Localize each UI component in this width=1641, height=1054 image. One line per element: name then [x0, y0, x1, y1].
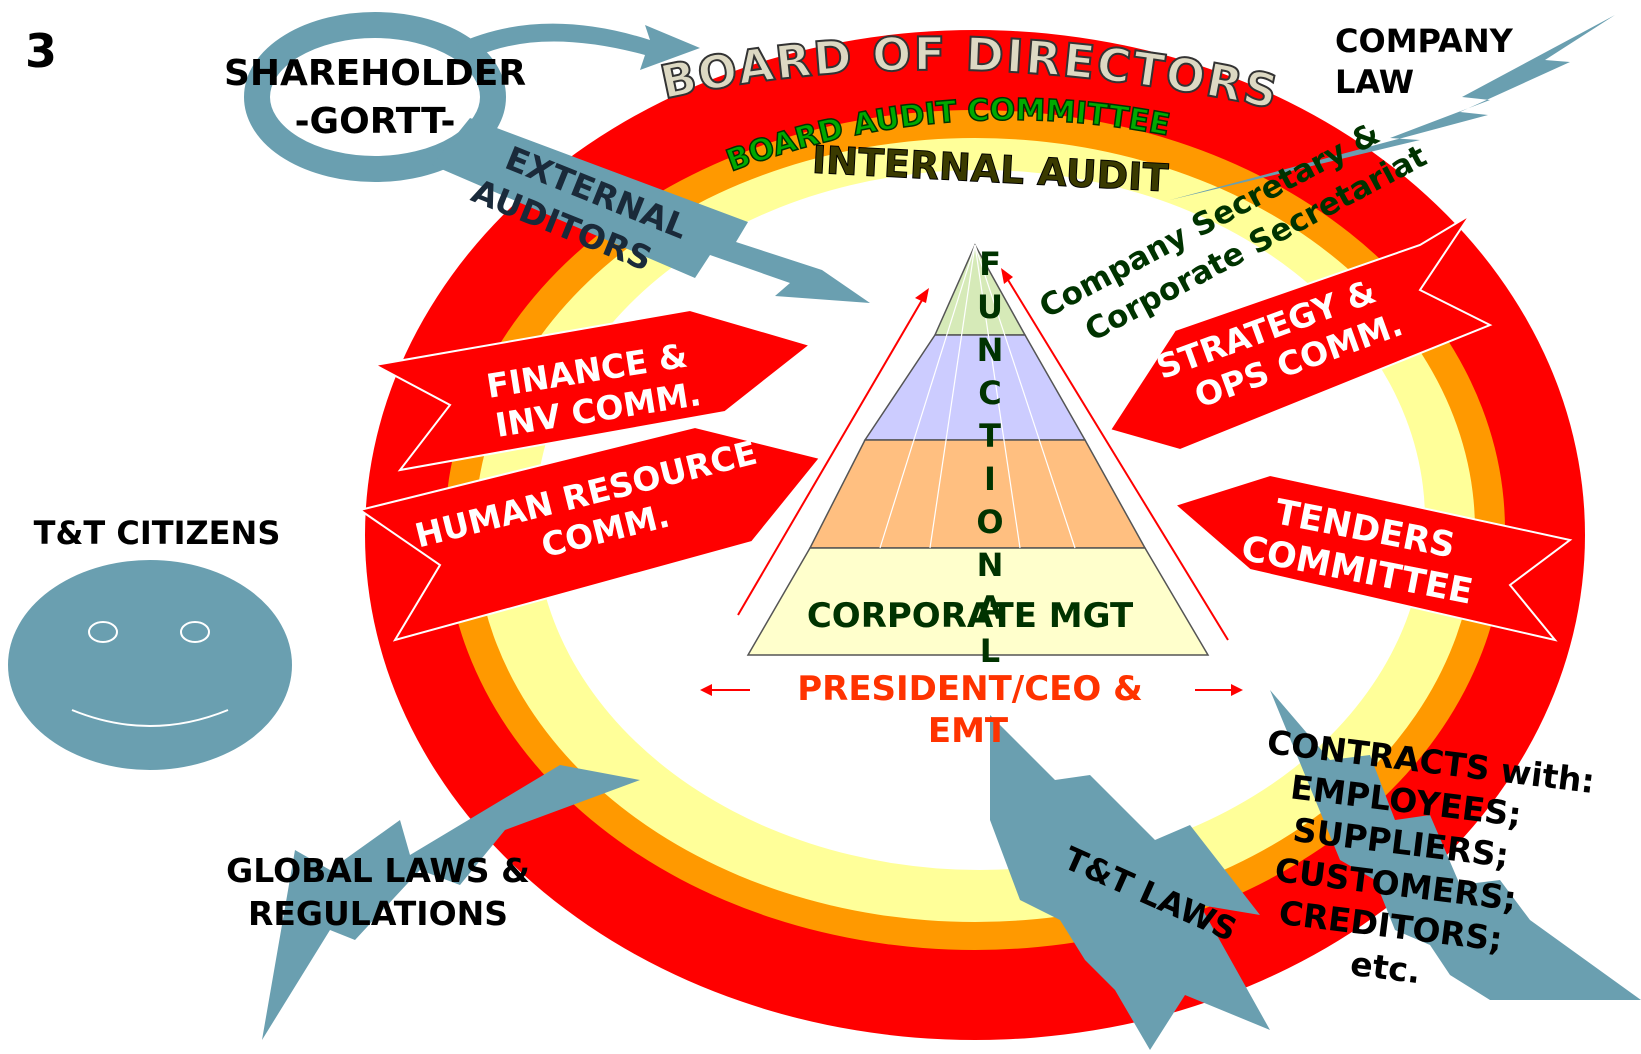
- functional-letter: N: [977, 331, 1004, 369]
- tt-laws-bolt: [990, 715, 1270, 1050]
- functional-letter: L: [980, 632, 1000, 670]
- pyramid-tier-base: [746, 547, 1210, 656]
- shareholder-curved-arrow: [455, 23, 700, 70]
- citizen-right-eye: [180, 621, 210, 643]
- citizen-smile: [71, 709, 229, 727]
- finance-committee-ribbon: [371, 308, 813, 472]
- company-law-line1: COMPANY: [1335, 22, 1514, 60]
- right-side-arrowhead: [1231, 684, 1243, 696]
- right-up-arrow: [1004, 274, 1229, 641]
- corporate-mgt-label: CORPORATE MGT: [807, 596, 1134, 636]
- contracts-bolt: [1270, 690, 1641, 1000]
- right-up-arrowhead: [1001, 268, 1013, 284]
- pyramid-facet-line: [974, 244, 1076, 549]
- global-laws-line1: GLOBAL LAWS &: [226, 851, 530, 890]
- citizen-face: [8, 560, 292, 770]
- president-line2: EMT: [928, 711, 1009, 751]
- functional-letter: I: [984, 460, 996, 498]
- internal-audit-label: INTERNAL AUDIT: [811, 138, 1169, 201]
- left-up-arrowhead: [915, 288, 929, 303]
- functional-letter: U: [977, 288, 1003, 326]
- functional-letter: T: [979, 417, 1001, 455]
- functional-vertical-label: F U N C T I O N A L: [976, 245, 1003, 670]
- shareholder-cycle-ring: [244, 12, 506, 182]
- shareholder-line2: -GORTT-: [295, 101, 456, 142]
- hr-committee-ribbon: [357, 425, 822, 642]
- functional-letter: F: [979, 245, 1001, 283]
- citizens-label: T&T CITIZENS: [34, 514, 281, 552]
- company-law-line2: LAW: [1335, 63, 1414, 101]
- left-side-arrowhead: [700, 684, 712, 696]
- citizen-left-eye: [88, 621, 118, 643]
- president-line1: PRESIDENT/CEO &: [797, 669, 1143, 709]
- tenders-committee-ribbon: [1172, 473, 1573, 642]
- left-up-arrow: [737, 294, 926, 616]
- contracts-line: etc.: [1348, 944, 1422, 991]
- global-laws-bolt: [262, 765, 640, 1040]
- functional-letter: A: [978, 589, 1003, 627]
- functional-letter: C: [978, 374, 1001, 412]
- pyramid-facet-line: [929, 244, 976, 549]
- functional-pyramid: [746, 243, 1210, 656]
- external-auditors-arrow: [432, 118, 870, 303]
- pyramid-facet-line: [974, 244, 1021, 549]
- functional-letter: O: [976, 503, 1003, 541]
- slide-number: 3: [25, 24, 57, 78]
- strategy-committee-ribbon: [1108, 214, 1493, 452]
- pyramid-facet-line: [879, 244, 976, 549]
- shareholder-line1: SHAREHOLDER: [224, 53, 526, 94]
- global-laws-line2: REGULATIONS: [248, 894, 508, 933]
- functional-letter: N: [977, 546, 1004, 584]
